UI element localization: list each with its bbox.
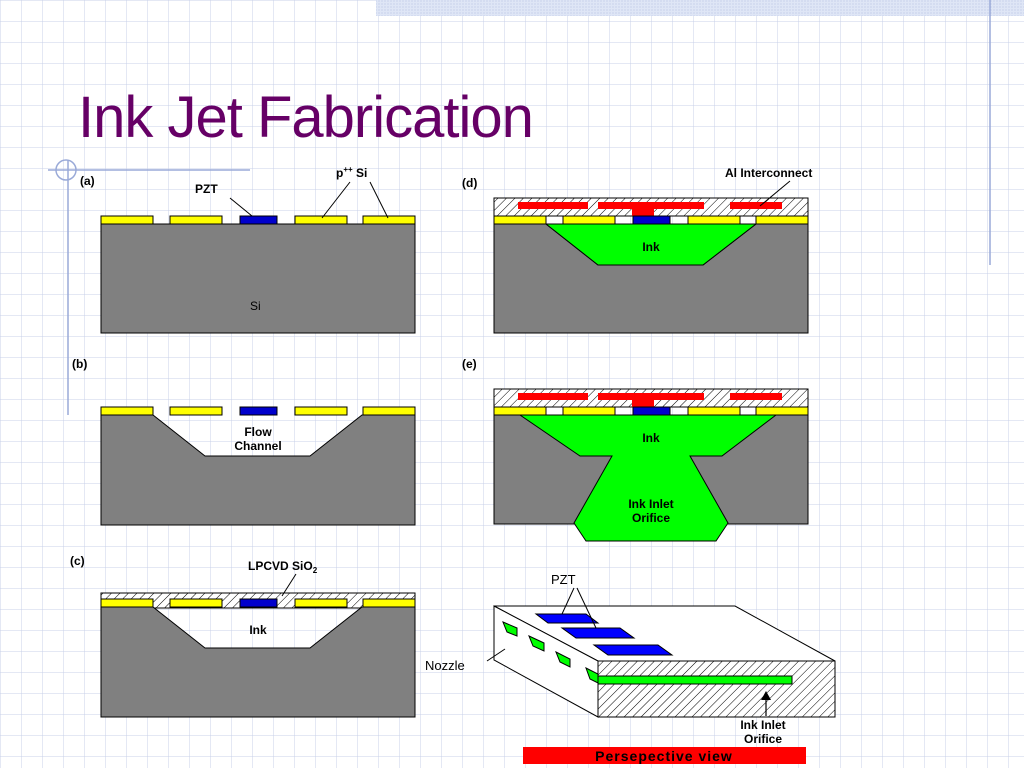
perspective-front-face xyxy=(597,660,836,718)
panel-d: (d) Al Interconnect Ink xyxy=(462,166,812,334)
perspective-pzt-leader-1 xyxy=(561,587,575,615)
panel-c-psi-2 xyxy=(169,598,223,608)
divider-ornament xyxy=(55,159,77,181)
panel-c-oxide-leader xyxy=(281,573,297,597)
perspective-caption: Persepective view xyxy=(595,748,733,764)
panel-c-pzt xyxy=(239,598,278,608)
panel-e-metal-2 xyxy=(598,393,704,400)
panel-a: (a) PZT p++ Si Si xyxy=(80,165,416,334)
panel-d-ink xyxy=(544,223,758,266)
panel-c-psi-1 xyxy=(100,598,154,608)
panel-c-substrate xyxy=(100,606,416,718)
panel-e: (e) Ink Ink Inlet Orifice xyxy=(462,357,809,542)
panel-a-psi-1 xyxy=(100,215,154,225)
panel-a-psi-leader-2 xyxy=(369,181,389,219)
panel-b-psi-2 xyxy=(169,406,223,416)
panel-a-psi-leader-1 xyxy=(321,181,351,219)
panel-d-via xyxy=(632,209,654,216)
panel-d-interconnect-label: Al Interconnect xyxy=(725,166,812,180)
panel-a-substrate xyxy=(100,223,416,334)
panel-d-psi-1 xyxy=(493,215,547,225)
perspective-inlet-label-2: Orifice xyxy=(744,732,782,746)
panel-e-psi-3 xyxy=(687,406,741,416)
panel-e-inlet-label-2: Orifice xyxy=(632,511,670,525)
top-right-band xyxy=(376,0,1024,16)
panel-d-psi-2 xyxy=(562,215,616,225)
panel-a-substrate-label: Si xyxy=(250,299,261,313)
panel-b-channel-label-2: Channel xyxy=(234,439,281,453)
panel-a-psi-2 xyxy=(169,215,223,225)
panel-c-psi-4 xyxy=(362,598,416,608)
perspective-pzt-leader-2 xyxy=(576,587,597,629)
panel-d-tag: (d) xyxy=(462,176,477,190)
perspective-pzt-label: PZT xyxy=(551,572,576,587)
panel-b-tag: (b) xyxy=(72,357,87,371)
perspective-caption-bar xyxy=(523,747,806,764)
panel-a-pzt-leader xyxy=(229,197,253,217)
perspective-nozzle-3 xyxy=(555,650,571,668)
panel-e-ink xyxy=(518,414,778,542)
panel-d-interconnect-leader xyxy=(759,180,791,207)
panel-c: (c) LPCVD SiO2 Ink xyxy=(70,554,416,718)
perspective-channel xyxy=(597,675,793,685)
panel-a-tag: (a) xyxy=(80,174,95,188)
panel-b-psi-3 xyxy=(294,406,348,416)
panel-d-ink-label: Ink xyxy=(642,240,660,254)
perspective-nozzle-4 xyxy=(585,666,599,684)
panel-e-psi-2 xyxy=(562,406,616,416)
panel-b: (b) Flow Channel xyxy=(72,357,416,526)
panel-b-substrate xyxy=(100,414,416,526)
panel-e-psi-1 xyxy=(493,406,547,416)
panel-e-psi-4 xyxy=(755,406,809,416)
panel-c-ink-label: Ink xyxy=(249,623,267,637)
panel-d-metal-2 xyxy=(598,202,704,209)
perspective-inlet-arrow-head xyxy=(761,691,771,700)
panel-a-psi-3 xyxy=(294,215,348,225)
perspective-pzt-2 xyxy=(560,627,636,639)
panel-e-inlet-label-1: Ink Inlet xyxy=(628,497,673,511)
panel-b-psi-4 xyxy=(362,406,416,416)
panel-d-metal-1 xyxy=(518,202,588,209)
panel-e-via xyxy=(632,400,654,407)
perspective-nozzle-label: Nozzle xyxy=(425,658,465,673)
panel-e-pzt xyxy=(632,406,671,416)
perspective-pzt-3 xyxy=(592,644,674,656)
panel-d-pzt xyxy=(632,215,671,225)
perspective-nozzle-2 xyxy=(528,635,545,652)
panel-d-metal-3 xyxy=(730,202,782,209)
panel-perspective: PZT Nozzle Ink Inlet Orifice Persepectiv… xyxy=(425,572,836,764)
panel-c-psi-3 xyxy=(294,598,348,608)
panel-d-psi-3 xyxy=(687,215,741,225)
panel-a-pzt-label: PZT xyxy=(195,182,218,196)
panel-b-pzt xyxy=(239,406,278,416)
panel-c-oxide-label: LPCVD SiO2 xyxy=(248,559,318,575)
panel-b-channel-label-1: Flow xyxy=(244,425,272,439)
perspective-nozzle-1 xyxy=(502,621,518,637)
panel-e-ink-label: Ink xyxy=(642,431,660,445)
panel-b-psi-1 xyxy=(100,406,154,416)
panel-e-metal-3 xyxy=(730,393,782,400)
perspective-nozzle-leader xyxy=(486,648,506,662)
slide-title: Ink Jet Fabrication xyxy=(78,85,534,150)
perspective-pzt-1 xyxy=(534,613,600,624)
panel-a-psi-4 xyxy=(362,215,416,225)
panel-d-psi-4 xyxy=(755,215,809,225)
panel-e-metal-1 xyxy=(518,393,588,400)
panel-c-tag: (c) xyxy=(70,554,85,568)
panel-a-pzt xyxy=(239,215,278,225)
panel-e-tag: (e) xyxy=(462,357,477,371)
panel-a-psi-label: p++ Si xyxy=(336,165,367,180)
perspective-inlet-label-1: Ink Inlet xyxy=(740,718,785,732)
